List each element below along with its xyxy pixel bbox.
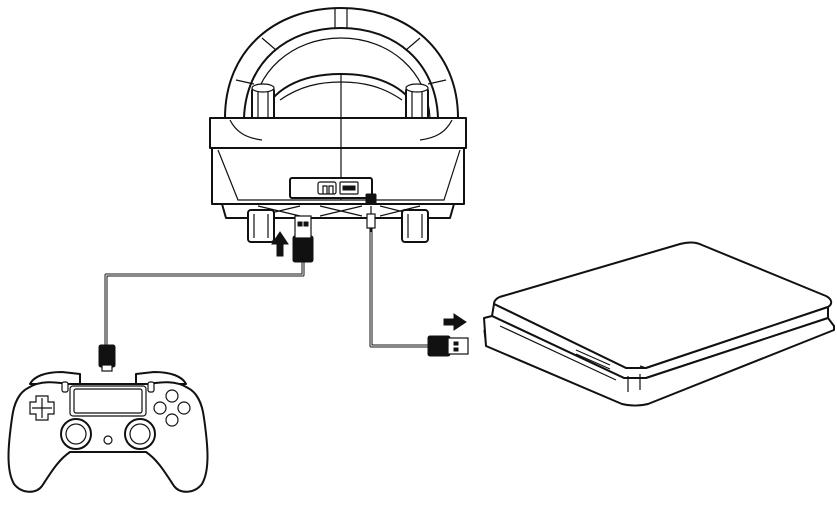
usb-a-plug-icon	[292, 235, 314, 263]
wheel-to-console-cable	[366, 206, 469, 357]
console-lower-body	[483, 315, 835, 407]
left-foot	[247, 209, 275, 243]
right-paddle-post	[405, 83, 429, 125]
right-analog-stick	[124, 418, 156, 450]
gamepad-illustration	[7, 371, 209, 493]
right-arrow-icon	[443, 313, 467, 331]
gamepad-to-wheel-cable	[98, 215, 314, 372]
left-bumper	[29, 371, 81, 385]
square-button-icon	[153, 401, 167, 415]
triangle-button-icon	[165, 389, 179, 403]
up-arrow-icon	[271, 231, 289, 257]
face-buttons	[153, 389, 191, 427]
touchpad	[69, 385, 147, 417]
left-analog-stick	[60, 418, 92, 450]
usb-a-plug-console-icon	[427, 335, 451, 357]
right-bumper	[135, 371, 187, 385]
options-button-icon	[147, 381, 155, 393]
circle-button-icon	[177, 401, 191, 415]
home-button-icon	[103, 435, 113, 445]
micro-usb-plug-icon	[98, 344, 116, 368]
wheel-base-body	[211, 147, 465, 205]
cross-button-icon	[165, 413, 179, 427]
wheel-port-panel	[289, 177, 373, 199]
wheel-clamp-frame	[221, 203, 455, 219]
racing-wheel-illustration	[209, 7, 467, 243]
game-console-illustration	[483, 241, 835, 407]
right-foot	[401, 209, 429, 243]
share-button-icon	[61, 381, 69, 393]
wheel-base-deck	[209, 117, 467, 149]
